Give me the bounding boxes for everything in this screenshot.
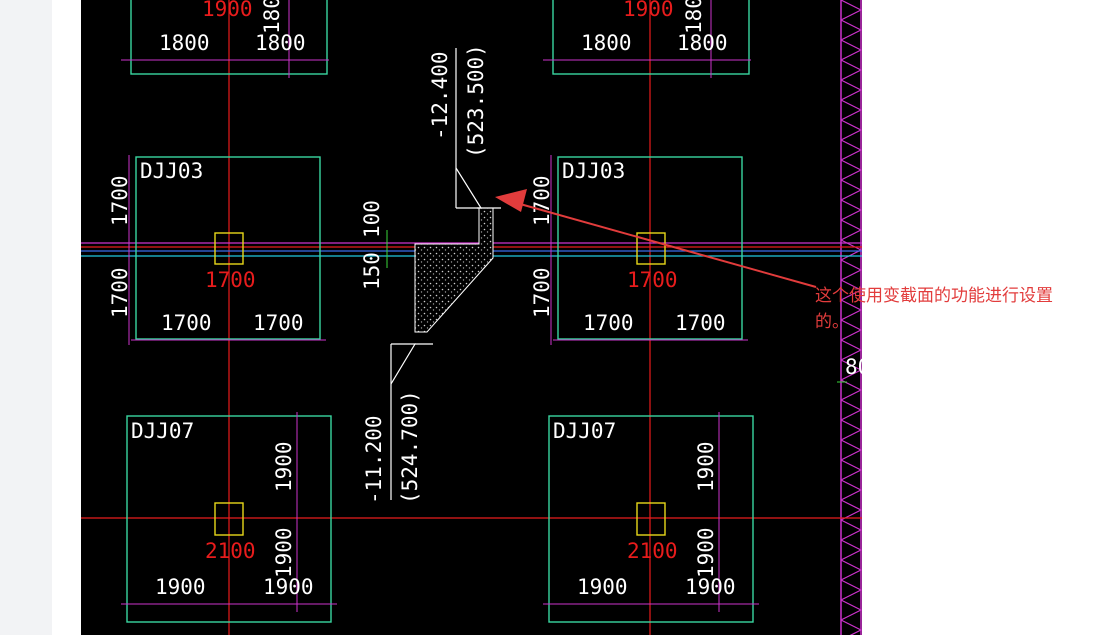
edge-dim: 80 xyxy=(845,355,862,379)
footing-1[interactable]: 1900 1800 1800 1800 xyxy=(121,0,329,78)
section-dim-lower: 150 xyxy=(360,252,384,290)
footing-3-dim-left: 1700 xyxy=(161,311,212,335)
footing-2-dim-right: 1800 xyxy=(677,31,728,55)
footing-1-dim-vert: 1800 xyxy=(260,0,284,34)
footing-1-center-value: 1900 xyxy=(202,0,253,21)
footing-6-dim-right: 1900 xyxy=(685,575,736,599)
footing-6-dim-left: 1900 xyxy=(577,575,628,599)
footing-4-dim-vert-lower: 1700 xyxy=(530,267,554,318)
footing-6-dim-vert-lower: 1900 xyxy=(694,527,718,578)
footing-2-dim-left: 1800 xyxy=(581,31,632,55)
footing-4-center-value: 1700 xyxy=(627,268,678,292)
footing-3-center-value: 1700 xyxy=(205,268,256,292)
footing-5-dim-left: 1900 xyxy=(155,575,206,599)
footing-2[interactable]: 1900 1800 1800 1800 xyxy=(543,0,751,78)
footing-2-dim-vert: 1800 xyxy=(682,0,706,34)
footing-5-center-value: 2100 xyxy=(205,539,256,563)
footing-2-center-value: 1900 xyxy=(623,0,674,21)
section-detail[interactable]: -12.400 (523.500) -11.200 (524.700) 100 … xyxy=(360,44,501,504)
footing-3[interactable]: DJJ03 1700 1700 1700 1700 1700 xyxy=(108,155,326,345)
footing-4[interactable]: DJJ03 1700 1700 1700 1700 1700 xyxy=(530,155,748,345)
footing-5-dim-right: 1900 xyxy=(263,575,314,599)
footing-6-dim-vert-upper: 1900 xyxy=(694,441,718,492)
footing-3-dim-vert-lower: 1700 xyxy=(108,267,132,318)
footing-3-label: DJJ03 xyxy=(140,159,203,183)
cad-drawing-viewport[interactable]: 1900 1800 1800 1800 1900 1800 1800 1800 … xyxy=(81,0,862,635)
annotation-line-1: 这个使用变截面的功能进行设置 xyxy=(815,286,1053,306)
footing-1-dim-left: 1800 xyxy=(159,31,210,55)
bottom-elevation: -11.200 xyxy=(362,415,386,504)
section-dim-upper: 100 xyxy=(360,200,384,238)
footing-4-dim-right: 1700 xyxy=(675,311,726,335)
footing-3-dim-right: 1700 xyxy=(253,311,304,335)
annotation-note: 这个使用变截面的功能进行设置 的。 xyxy=(815,283,1105,335)
top-elevation-abs: (523.500) xyxy=(464,44,488,158)
footing-4-dim-vert-upper: 1700 xyxy=(530,175,554,226)
footing-5-label: DJJ07 xyxy=(131,419,194,443)
arrow-icon xyxy=(495,189,817,288)
left-sidebar-strip xyxy=(0,0,52,635)
footing-1-dim-right: 1800 xyxy=(255,31,306,55)
footing-5[interactable]: DJJ07 2100 1900 1900 1900 1900 xyxy=(121,412,337,623)
footing-3-dim-vert-upper: 1700 xyxy=(108,175,132,226)
grid-axes xyxy=(81,0,862,635)
footing-6-label: DJJ07 xyxy=(553,419,616,443)
annotation-line-2: 的。 xyxy=(815,312,849,332)
bottom-elevation-abs: (524.700) xyxy=(398,390,422,504)
footing-5-dim-vert-lower: 1900 xyxy=(272,527,296,578)
footing-6[interactable]: DJJ07 2100 1900 1900 1900 1900 xyxy=(543,412,759,623)
hatch-border xyxy=(840,0,862,635)
footing-5-dim-vert-upper: 1900 xyxy=(272,441,296,492)
footing-6-center-value: 2100 xyxy=(627,539,678,563)
top-elevation: -12.400 xyxy=(428,51,452,140)
footing-4-dim-left: 1700 xyxy=(583,311,634,335)
footing-4-label: DJJ03 xyxy=(562,159,625,183)
